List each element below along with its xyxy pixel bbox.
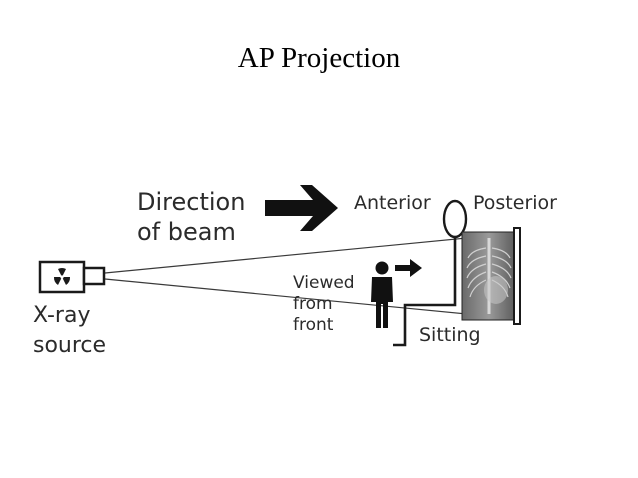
anterior-label: Anterior [354, 192, 431, 214]
beam-direction-label-line1: Direction [137, 188, 245, 216]
source-label-line1: X-ray [33, 303, 90, 328]
sitting-label: Sitting [419, 324, 481, 346]
slide-title: AP Projection [237, 42, 401, 74]
patient-seated-outline [393, 237, 457, 347]
beam-direction-label-line2: of beam [137, 218, 236, 246]
viewed-label-line2: from [293, 294, 333, 314]
viewed-label-line3: front [293, 315, 334, 335]
viewed-label-line1: Viewed [293, 273, 355, 293]
person-icon [371, 261, 393, 328]
posterior-label: Posterior [473, 192, 557, 214]
xray-source [38, 260, 106, 294]
chest-xray-film [461, 227, 521, 325]
arrow-right-icon [265, 185, 338, 231]
radiation-icon [53, 268, 71, 285]
xray-beam-cone [104, 233, 509, 319]
small-arrow-right-icon [395, 259, 422, 277]
source-label-line2: source [33, 333, 106, 358]
